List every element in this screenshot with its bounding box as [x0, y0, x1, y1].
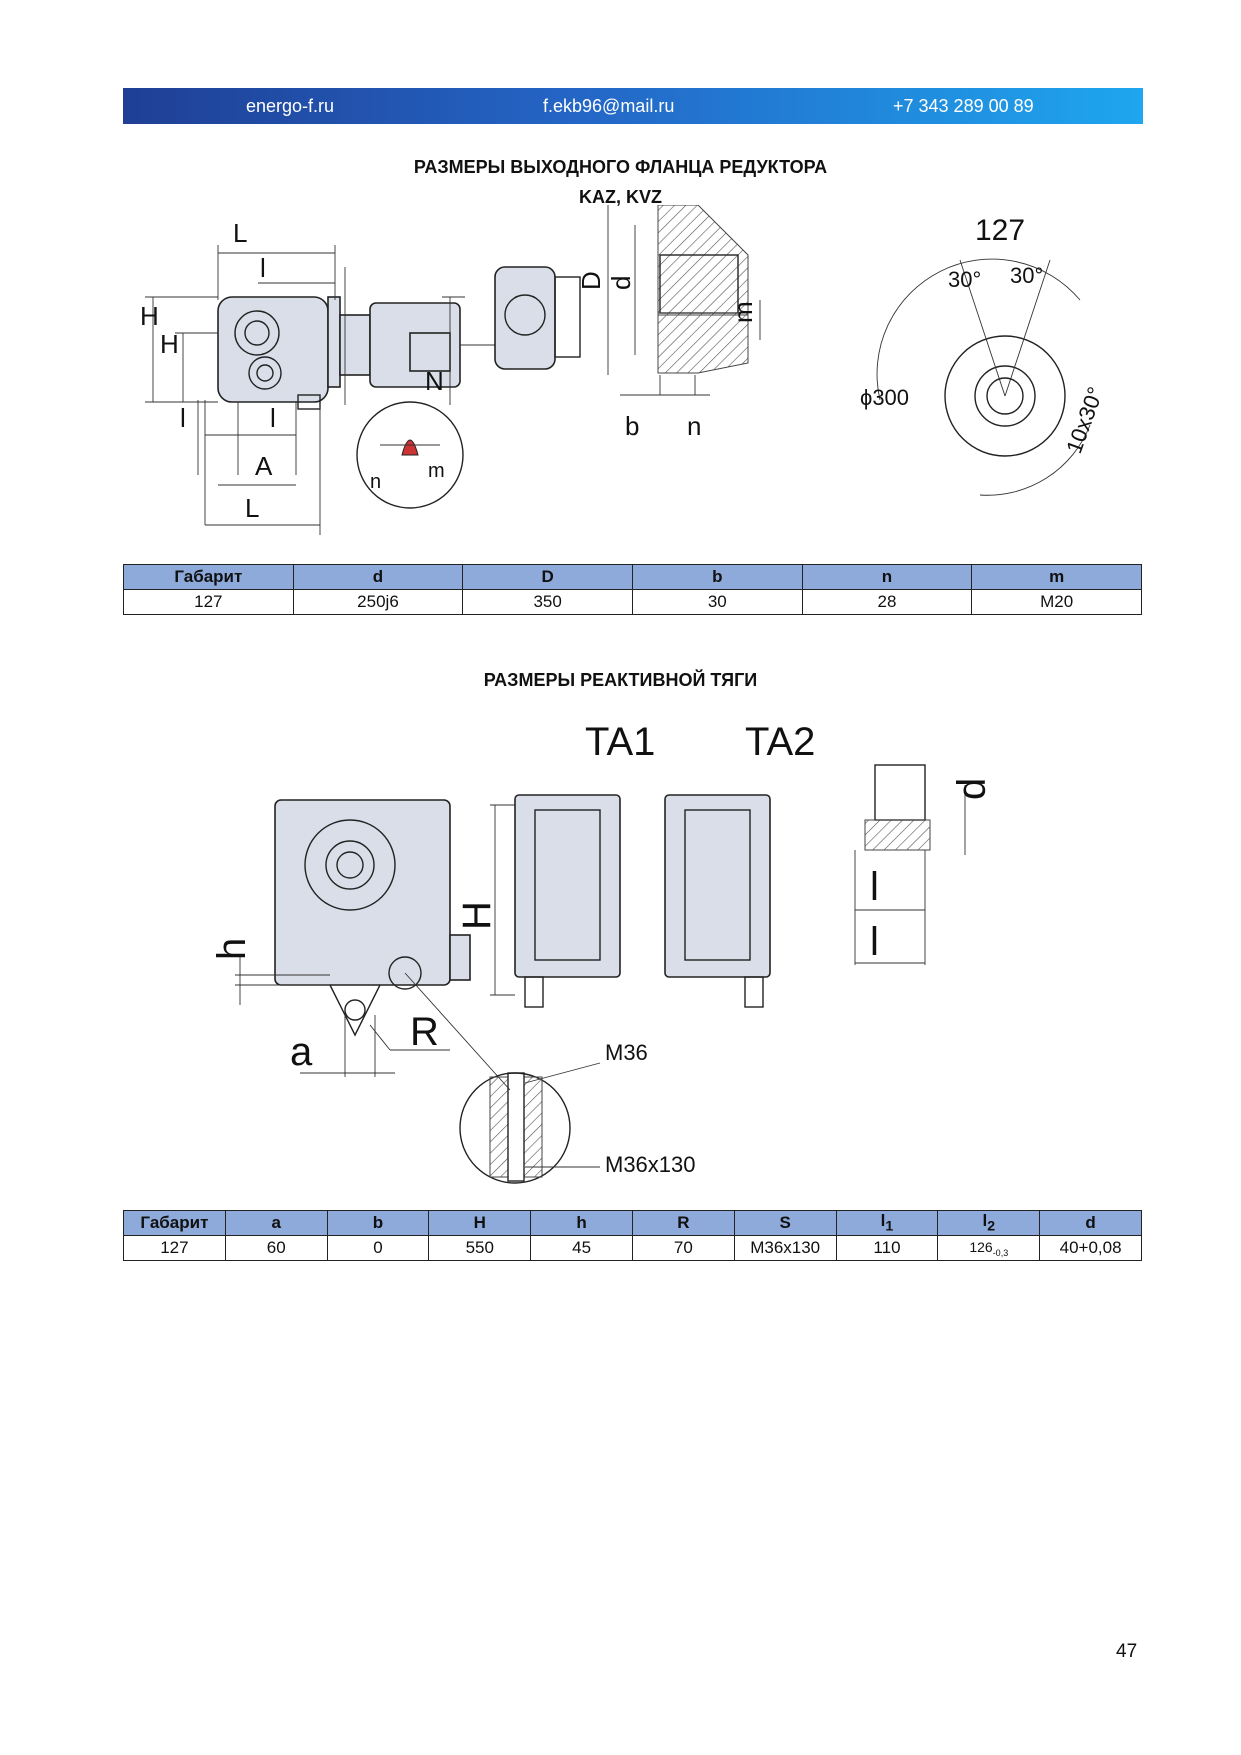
flange-size: 127 [975, 214, 1025, 247]
table1-header-D: D [462, 564, 633, 590]
dim-D: D [576, 271, 606, 290]
dim-d-shaft: d [950, 778, 994, 800]
table2-cell-H: 550 [428, 1235, 532, 1261]
table1-header-d: d [292, 564, 464, 590]
dim-l2: l [270, 403, 276, 433]
dim-h: h [210, 938, 254, 960]
dim-l2-shaft: l [870, 920, 879, 964]
table1-header-n: n [801, 564, 973, 590]
dim-l1: l [180, 403, 186, 433]
table2-cell-l2: 126-0,3 [937, 1235, 1041, 1261]
table2-header-R: R [631, 1210, 735, 1236]
table2-cell-size: 127 [123, 1235, 226, 1261]
table2-header-H: H [428, 1210, 532, 1236]
dim-d: d [606, 276, 636, 290]
shaft-section-view [854, 764, 966, 965]
dim-a: a [290, 1030, 313, 1074]
ta1-view [490, 794, 621, 1008]
label-ta1: TA1 [585, 720, 655, 764]
section1-subtitle: KAZ, KVZ [579, 187, 662, 207]
dim-m: m [728, 301, 758, 323]
table2-cell-h: 45 [530, 1235, 633, 1261]
ta2-view [664, 794, 771, 1008]
bolt-detail-circle [459, 1062, 601, 1184]
label-m36: M36 [605, 1040, 648, 1065]
flange-dimensions-table: Габарит d D b n m 127 250j6 350 30 28 M2… [123, 564, 1142, 615]
table2-cell-d: 40+0,08 [1039, 1235, 1142, 1261]
dim-L1: L [245, 493, 259, 523]
table1-cell-n: 28 [801, 589, 973, 615]
dim-b: b [625, 411, 639, 441]
table2-header-l1: l1 [835, 1210, 939, 1236]
table2-header-h: h [530, 1210, 633, 1236]
page-number: 47 [1116, 1641, 1138, 1662]
detail-n: n [370, 471, 381, 493]
left-view-dimensions [145, 245, 465, 535]
holes-spec: 10x30° [1061, 384, 1108, 457]
flange-drawing: L l H H N l l A L n m D d m b n [140, 205, 1108, 535]
table2-cell-R: 70 [631, 1235, 735, 1261]
table2-cell-a: 60 [224, 1235, 328, 1261]
detail-m: m [428, 460, 445, 482]
table2-cell-S: M36x130 [733, 1235, 837, 1261]
detail-circle [356, 401, 464, 509]
gearbox-front-view [494, 266, 581, 370]
dim-R: R [410, 1010, 439, 1054]
table1-header-b: b [631, 564, 803, 590]
angle-2: 30° [1010, 263, 1043, 288]
table1-header-m: m [971, 564, 1142, 590]
table1-header-size: Габарит [123, 564, 294, 590]
torque-arm-table: Габарит a b H h R S l1 l2 d 127 60 0 550… [123, 1210, 1142, 1261]
table2-cell-l1: 110 [835, 1235, 939, 1261]
label-m36x130: M36x130 [605, 1152, 696, 1177]
table1-cell-b: 30 [631, 589, 803, 615]
dim-L: L [233, 218, 247, 248]
torque-view-dimensions [235, 955, 511, 1091]
dim-diameter: ϕ300 [860, 385, 909, 410]
table2-header-l2: l2 [937, 1210, 1041, 1236]
table2-header-a: a [224, 1210, 328, 1236]
dim-l: l [260, 253, 266, 283]
dim-A: A [255, 451, 273, 481]
dim-H-ta: H [455, 901, 499, 930]
table1-cell-d: 250j6 [292, 589, 464, 615]
table-row: 127 250j6 350 30 28 M20 [123, 589, 1142, 615]
table2-header-d: d [1039, 1210, 1142, 1236]
section2-title: РАЗМЕРЫ РЕАКТИВНОЙ ТЯГИ [483, 670, 758, 690]
table-row: 127 60 0 550 45 70 M36x130 110 126-0,3 4… [123, 1235, 1142, 1261]
gearbox-torque-view [274, 799, 471, 1037]
flange-section-view [607, 205, 761, 396]
dim-l1-shaft: l [870, 865, 879, 909]
dim-N: N [425, 366, 444, 396]
table2-cell-b: 0 [326, 1235, 430, 1261]
torque-arm-drawing: TA1 TA2 h a R M36 M36x130 [210, 720, 994, 1184]
flange-front-view [876, 258, 1091, 496]
section1-title: РАЗМЕРЫ ВЫХОДНОГО ФЛАНЦА РЕДУКТОРА [413, 157, 828, 177]
gearbox-side-view [217, 267, 515, 410]
table2-header-S: S [733, 1210, 837, 1236]
table1-cell-size: 127 [123, 589, 294, 615]
email-link[interactable]: f.ekb96@mail.ru [543, 96, 675, 116]
dim-H: H [140, 301, 159, 331]
phone-link[interactable]: +7 343 289 00 89 [893, 96, 1034, 116]
dim-n: n [687, 411, 701, 441]
dim-H1: H [160, 329, 179, 359]
contact-header-bar: energo-f.ru f.ekb96@mail.ru +7 343 289 0… [123, 88, 1143, 124]
table2-header-b: b [326, 1210, 430, 1236]
angle-1: 30° [948, 267, 981, 292]
table2-header-size: Габарит [123, 1210, 226, 1236]
label-ta2: TA2 [745, 720, 815, 764]
site-link[interactable]: energo-f.ru [246, 96, 335, 116]
table1-cell-D: 350 [462, 589, 633, 615]
table1-cell-m: M20 [971, 589, 1142, 615]
